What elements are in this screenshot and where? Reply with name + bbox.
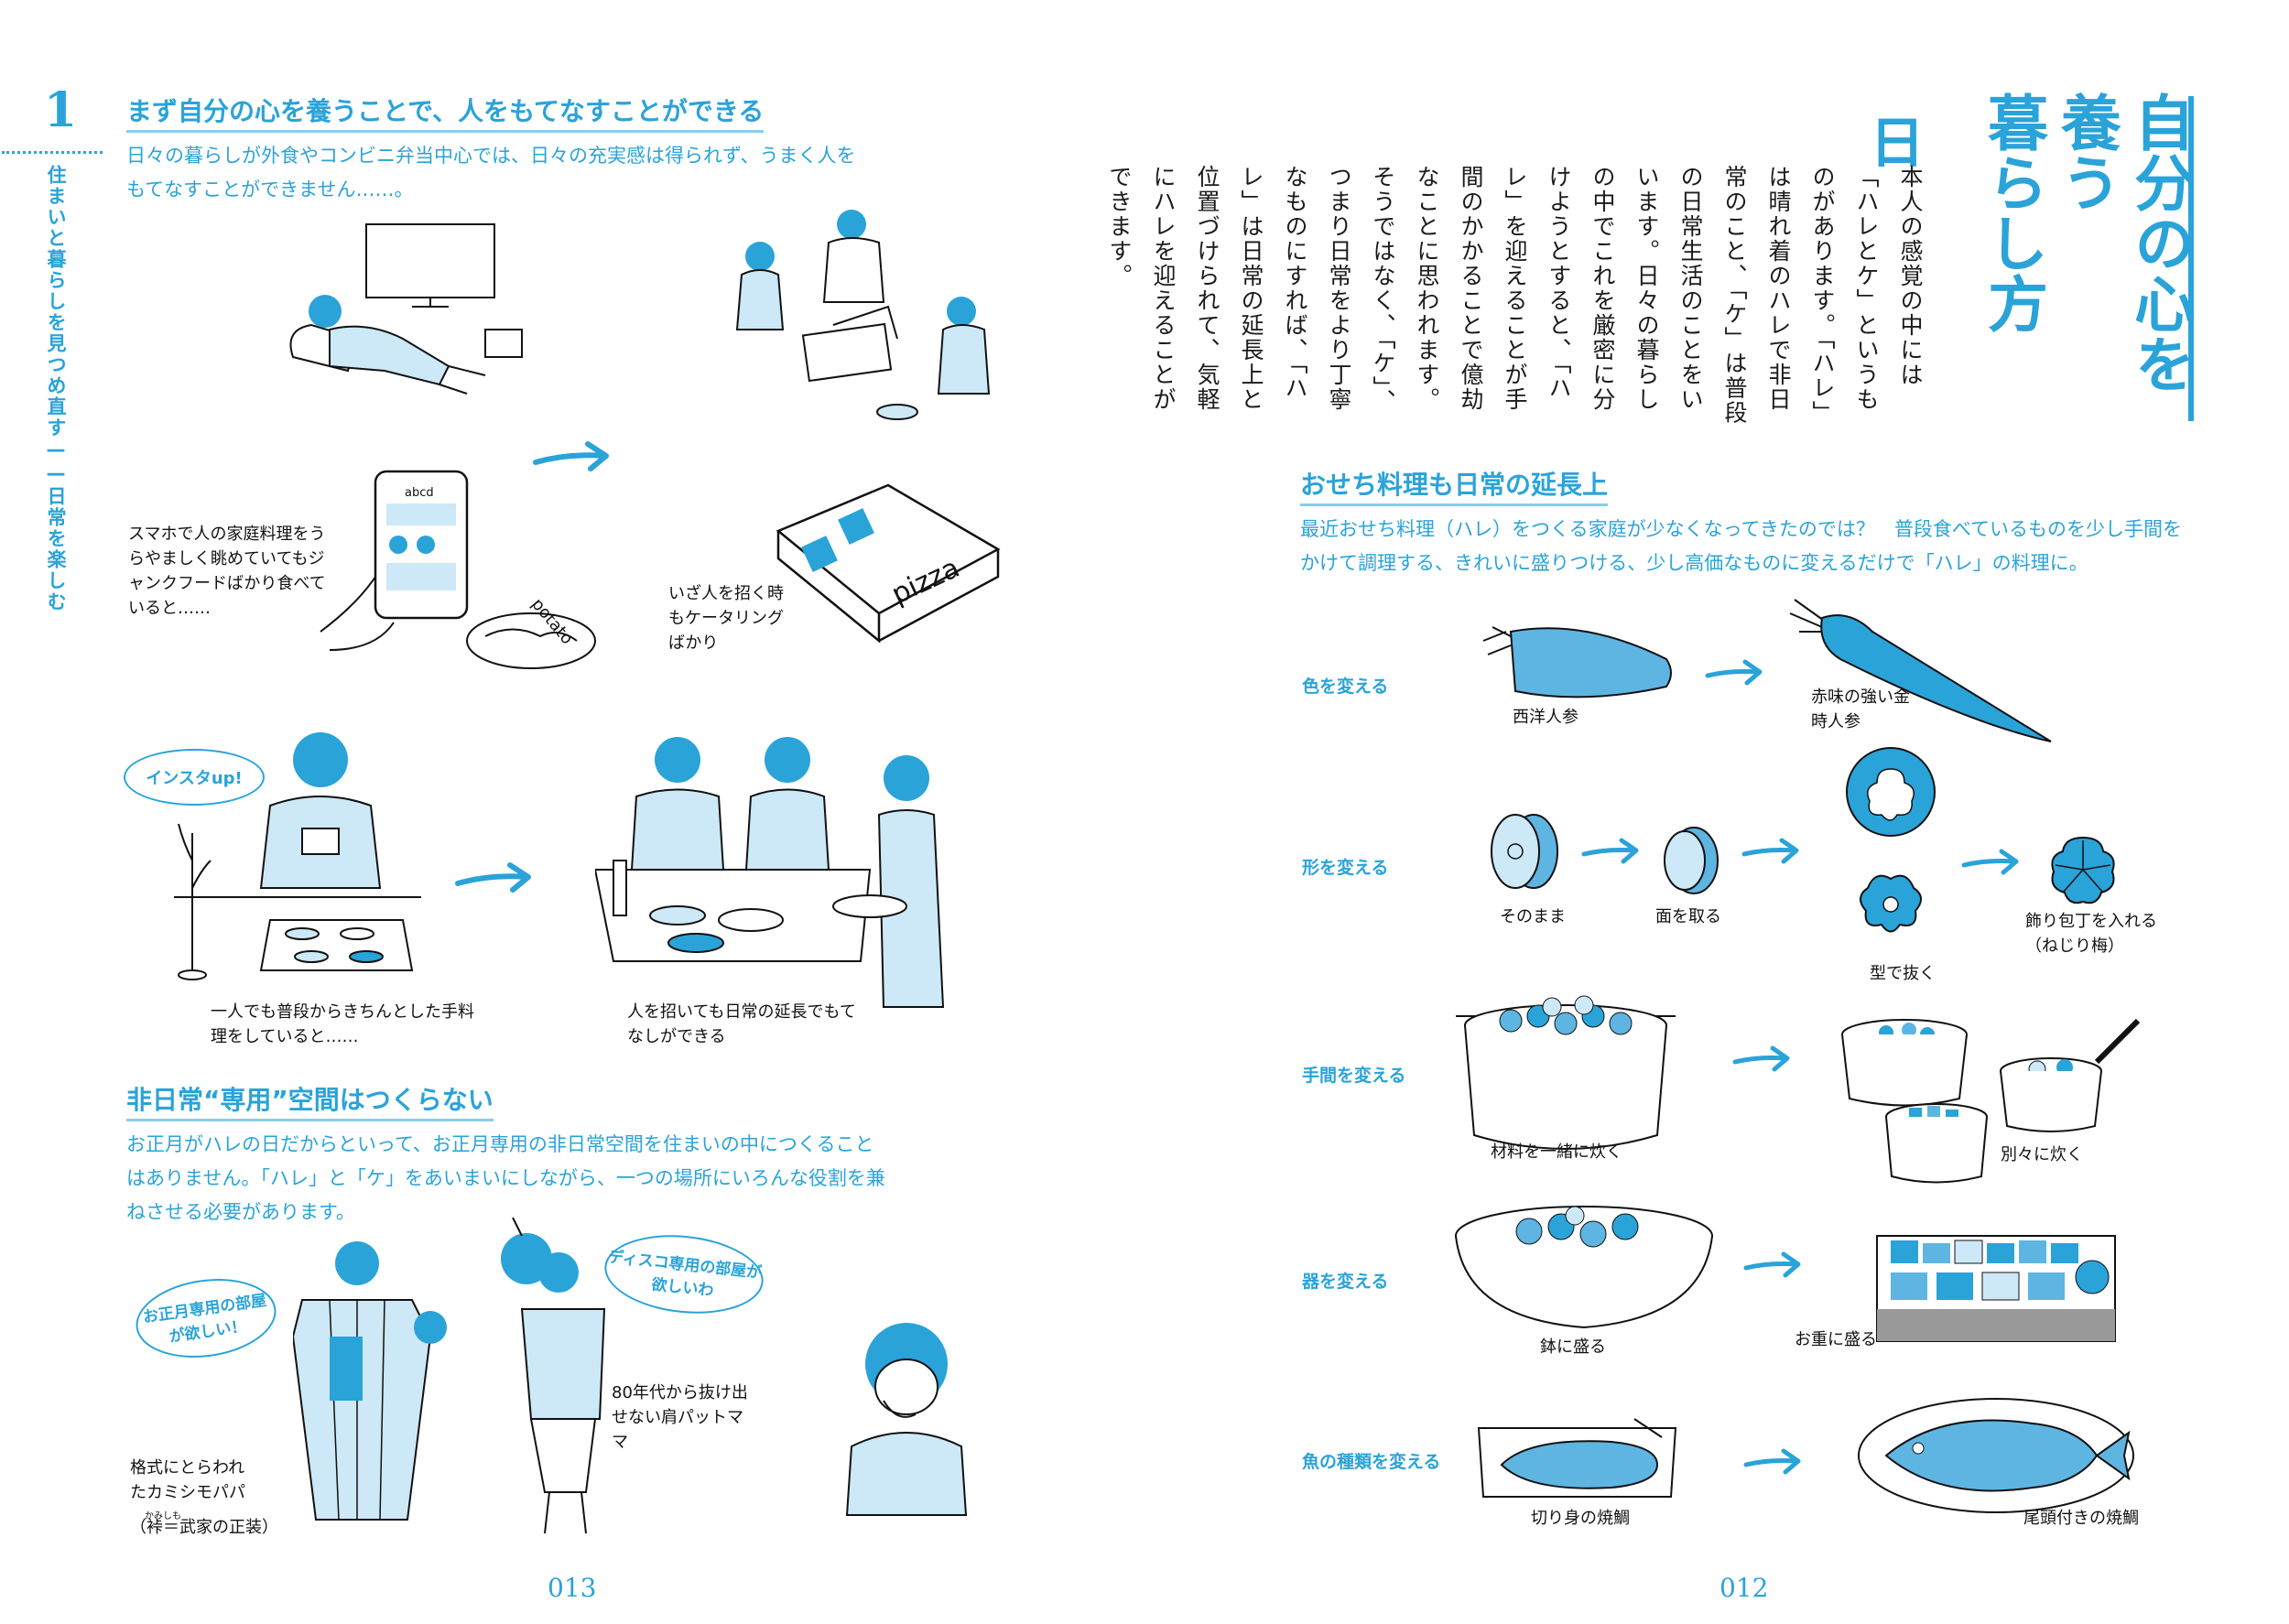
arrow-right-icon xyxy=(1732,1045,1790,1072)
caption-smartphone: スマホで人の家庭料理をうらやましく眺めていてもジャンクフードばかり食べていると…… xyxy=(128,525,326,618)
page-title-line-2: 養う xyxy=(2051,92,2121,212)
chapter-title: 住まいと暮らしを見つめ直す——日常を楽しむ xyxy=(45,165,67,612)
caption-whole-fish: 尾頭付きの焼鯛 xyxy=(2023,1509,2139,1528)
section-heading: おせち料理も日常の延長上 xyxy=(1300,465,1609,506)
caption-alone: 一人でも普段からきちんとした手料理をしていると…… xyxy=(211,1002,474,1046)
row-label-fish: 魚の種類を変える xyxy=(1302,1452,1441,1472)
arrow-right-icon xyxy=(1741,838,1799,864)
row-label-shape: 形を変える xyxy=(1302,858,1389,878)
carrot-kintoki-illustration xyxy=(1789,599,2052,742)
row-label-vessel: 器を変える xyxy=(1302,1272,1389,1292)
row-label-effort: 手間を変える xyxy=(1302,1066,1406,1086)
heading-underline xyxy=(126,1119,494,1121)
caption-jubako: お重に盛る xyxy=(1795,1330,1877,1349)
caption-fish-fillet: 切り身の焼鯛 xyxy=(1531,1509,1630,1528)
section-heading-text: おせち料理も日常の延長上 xyxy=(1300,470,1609,500)
arrow-right-icon xyxy=(1581,838,1639,864)
caption-chamfered: 面を取る xyxy=(1655,907,1721,926)
section-heading-text: まず自分の心を養うことで、人をもてなすことができる xyxy=(126,96,765,126)
hosting-guests-illustration xyxy=(595,737,945,1008)
caption-cutter: 型で抜く xyxy=(1870,964,1936,983)
caption-bowl: 鉢に盛る xyxy=(1540,1337,1606,1357)
page-title-line-1: 自分の心を xyxy=(2124,92,2195,394)
page-title-line-3: 暮らし方 xyxy=(1978,92,2048,333)
section-lead: 最近おせち料理（ハレ）をつくる家庭が少なくなってきたのでは？ 普段食べているもの… xyxy=(1300,518,2183,574)
caption-catering: いざ人を招く時もケータリングばかり xyxy=(668,584,784,653)
arrow-right-icon xyxy=(1743,1448,1801,1475)
page-number: 013 xyxy=(548,1573,597,1603)
pots-separate-illustration xyxy=(1841,1018,2141,1184)
section-heading: まず自分の心を養うことで、人をもてなすことができる xyxy=(126,92,765,133)
pot-together-illustration xyxy=(1456,995,1676,1150)
arrow-right-icon xyxy=(1743,1251,1801,1278)
twisted-plum-illustration xyxy=(2051,836,2115,904)
row-label-color: 色を変える xyxy=(1302,677,1389,697)
pizza-box-illustration: pizza xyxy=(776,483,1001,644)
arrow-right-icon xyxy=(1961,849,2019,875)
arrow-right-icon xyxy=(533,441,609,471)
section-heading-text: 非日常“専用”空間はつくらない xyxy=(126,1085,494,1115)
section-lead: 日々の暮らしが外食やコンビニ弁当中心では、日々の充実感は得られず、うまく人をもて… xyxy=(126,145,856,200)
caption-pot-together: 材料を一緒に炊く xyxy=(1491,1142,1622,1162)
shoulder-pad-mama-illustration xyxy=(501,1218,606,1534)
radish-chamfered-illustration xyxy=(1664,827,1719,894)
caption-carrot-kintoki: 赤味の強い金時人参 xyxy=(1811,687,1910,731)
jubako-illustration xyxy=(1876,1235,2116,1342)
heading-underline xyxy=(126,130,765,133)
kamishimo-papa-illustration xyxy=(293,1241,447,1521)
smartphone-illustration: abcd potato xyxy=(320,470,596,669)
section-heading: 非日常“専用”空間はつくらない xyxy=(126,1080,494,1121)
title-bar xyxy=(2188,96,2194,421)
group-pizza-illustration xyxy=(735,210,991,420)
section-lead: お正月がハレの日だからといって、お正月専用の非日常空間を住まいの中につくることは… xyxy=(126,1133,885,1223)
bowl-serving-illustration xyxy=(1455,1206,1713,1329)
caption-twisted-plum: 飾り包丁を入れる（ねじり梅） xyxy=(2025,912,2157,956)
speech-bubble-newyear: お正月専用の部屋が欲しい！ xyxy=(130,1270,282,1367)
whole-fish-illustration xyxy=(1858,1398,2134,1513)
caption-papa: 格式にとらわれたカミシモパパ xyxy=(130,1458,245,1502)
chapter-number: 1 xyxy=(44,82,78,138)
caption-plain: そのまま xyxy=(1500,907,1566,926)
body-dropcap: 日 xyxy=(1870,112,1925,176)
caption-carrot-western: 西洋人参 xyxy=(1513,708,1578,727)
fish-fillet-illustration xyxy=(1477,1418,1677,1498)
tv-watching-illustration xyxy=(289,223,523,395)
caption-pots-separate: 別々に炊く xyxy=(2001,1145,2083,1164)
caption-papa-ruby: かみしも xyxy=(145,1511,181,1521)
flower-cut-illustration xyxy=(1846,747,1936,933)
chapter-rule xyxy=(2,151,103,154)
body-text: 本人の感覚の中には「ハレとケ」というものがあります。「ハレ」は晴れ着のハレで非日… xyxy=(1106,165,1924,426)
phone-label: abcd xyxy=(405,486,434,500)
speech-bubble-insta: インスタup! xyxy=(124,749,265,806)
arrow-right-icon xyxy=(1705,659,1763,686)
troubled-woman-illustration xyxy=(845,1323,968,1516)
radish-plain-illustration xyxy=(1491,814,1558,889)
photographing-meal-illustration xyxy=(174,732,421,980)
arrow-right-icon xyxy=(455,862,531,893)
carrot-western-illustration xyxy=(1482,626,1672,698)
caption-papa-note: （裃＝武家の正装） xyxy=(130,1518,278,1537)
page-number: 012 xyxy=(1719,1573,1769,1603)
heading-underline xyxy=(1300,503,1609,506)
caption-guests: 人を招いても日常の延長でもてなしができる xyxy=(627,1002,856,1046)
speech-bubble-disco: ディスコ専用の部屋が欲しいわ xyxy=(601,1228,767,1321)
caption-mama: 80年代から抜け出せない肩パットママ xyxy=(612,1383,748,1452)
